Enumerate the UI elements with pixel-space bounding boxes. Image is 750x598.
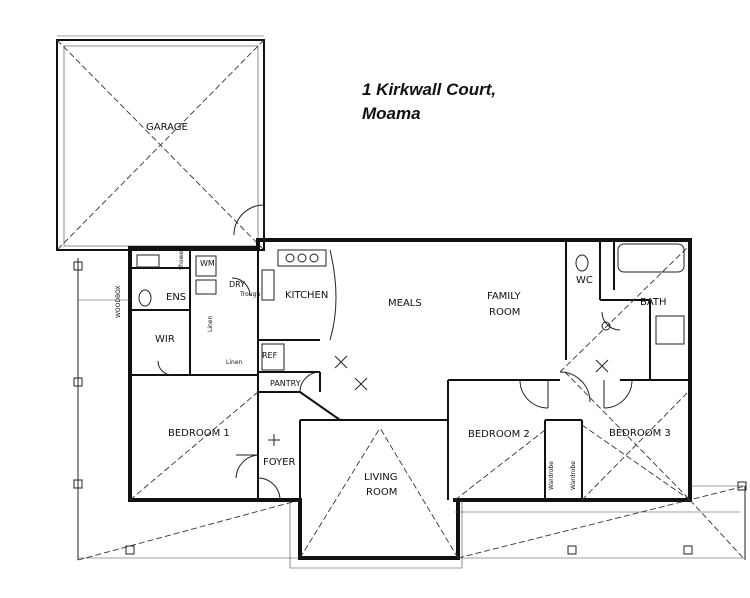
garage-area <box>56 35 265 251</box>
house-walls <box>128 238 692 560</box>
garage-label: GARAGE <box>146 122 188 133</box>
wc-label: WC <box>576 275 593 286</box>
bath-label: BATH <box>640 297 667 308</box>
cross-markers <box>268 355 609 446</box>
foyer-label: FOYER <box>263 457 296 468</box>
address-line2: Moama <box>362 104 421 123</box>
fixtures <box>136 243 685 371</box>
bedroom1-label: BEDROOM 1 <box>168 428 230 439</box>
linen-b-label: Linen <box>226 359 243 366</box>
wardrobe-b-label: Wardrobe <box>570 461 577 490</box>
meals-label: MEALS <box>388 298 422 309</box>
wir-label: WIR <box>155 334 175 345</box>
wardrobe-a-label: Wardrobe <box>548 461 555 490</box>
address-line1: 1 Kirkwall Court, <box>362 80 497 99</box>
family-room-label: ROOM <box>489 307 520 318</box>
ref-label: REF <box>262 351 278 360</box>
living-room-label: ROOM <box>366 487 397 498</box>
dry-label: DRY <box>229 280 245 289</box>
bedroom3-label: BEDROOM 3 <box>609 428 671 439</box>
room-labels: GARAGE ENS WIR shower WM DRY Trough KITC… <box>115 122 671 498</box>
family-label: FAMILY <box>487 291 521 302</box>
wm-label: WM <box>200 259 215 268</box>
pantry-label: PANTRY <box>270 379 301 388</box>
woodbox-label: WOODBOX <box>115 286 122 318</box>
verandah <box>73 258 747 569</box>
linen-a-label: Linen <box>207 315 214 332</box>
doors <box>157 277 633 501</box>
room-diagonals <box>129 244 691 559</box>
ens-label: ENS <box>166 292 186 303</box>
kitchen-label: KITCHEN <box>285 290 328 301</box>
bedroom2-label: BEDROOM 2 <box>468 429 530 440</box>
shower-label: shower <box>178 248 185 270</box>
living-label: LIVING <box>364 472 398 483</box>
trough-label: Trough <box>239 291 260 298</box>
